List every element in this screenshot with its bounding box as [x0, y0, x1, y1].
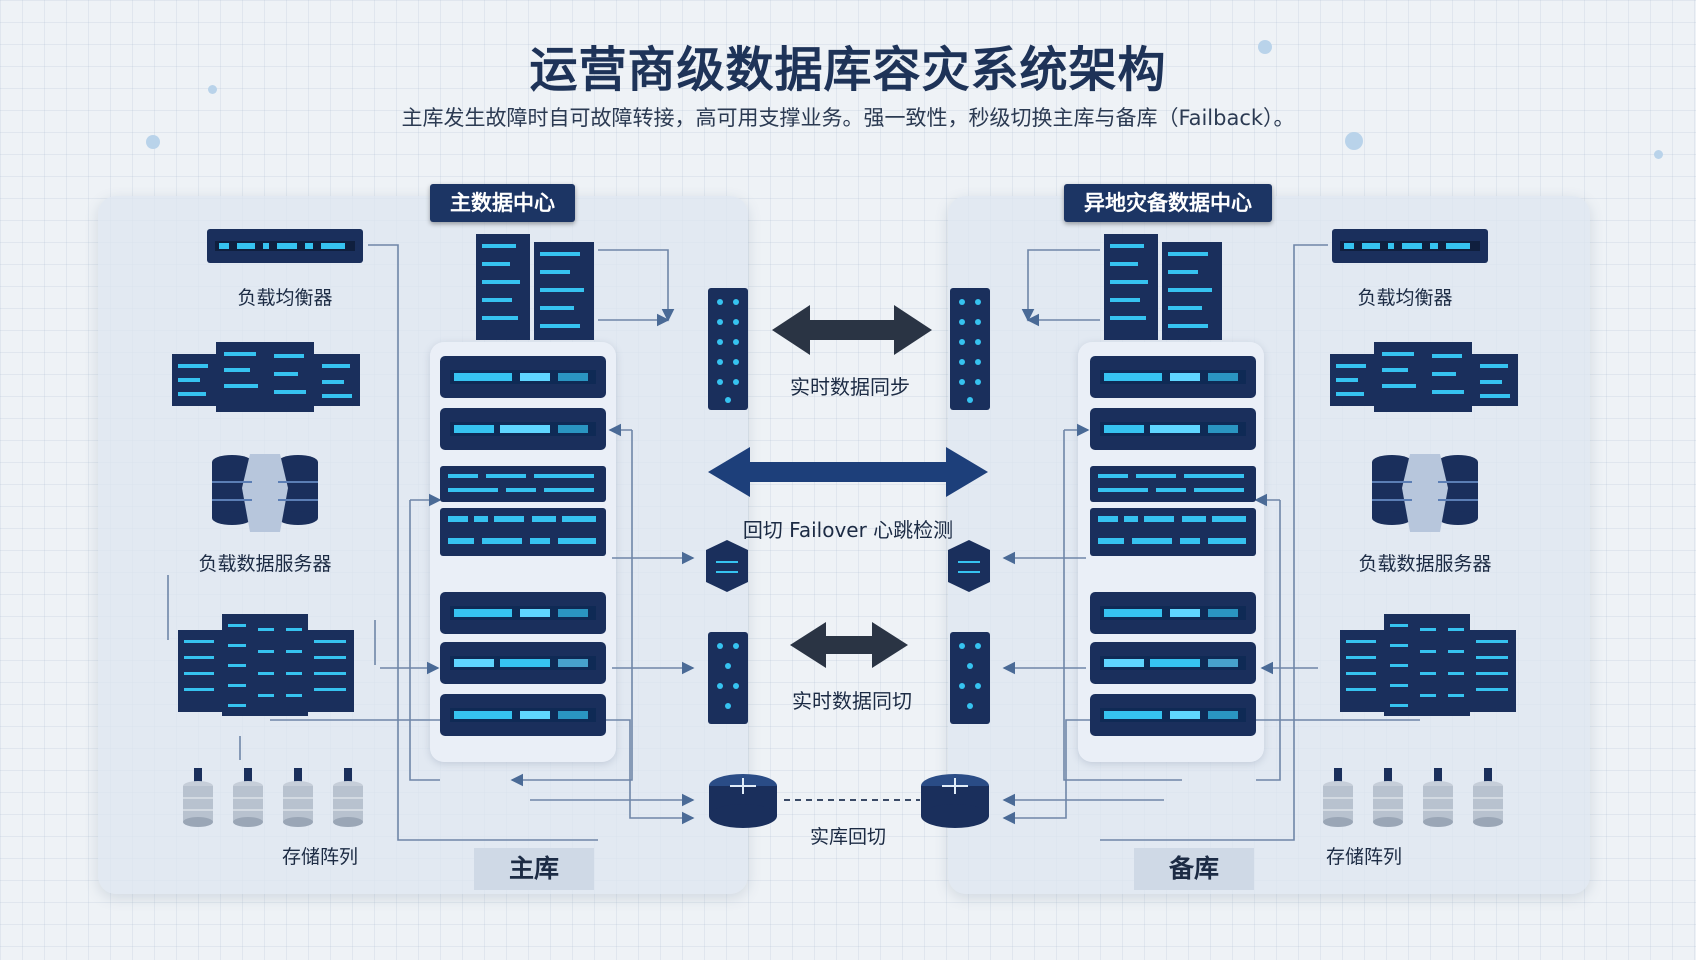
- main-rack-unit: [440, 642, 606, 684]
- decor-dot: [1345, 132, 1363, 150]
- main-server-cluster-icon: [172, 332, 362, 412]
- backup-rack-unit: [1090, 408, 1256, 450]
- main-database-icon: [210, 448, 320, 538]
- failover-heartbeat-label: 回切 Failover 心跳检测: [742, 518, 954, 542]
- main-datacenter-header: 主数据中心: [430, 184, 575, 222]
- backup-datacenter-panel: [948, 196, 1590, 894]
- sync-bottom-arrow: [790, 622, 908, 668]
- backup-db-footer: 备库: [1134, 848, 1254, 890]
- backup-storage-array-icon: [1322, 768, 1508, 832]
- main-rack-unit: [440, 356, 606, 398]
- main-load-balancer-icon: [207, 229, 363, 263]
- main-storage-array-icon: [182, 768, 368, 832]
- main-load-balancer-label: 负载均衡器: [237, 287, 333, 309]
- decor-dot: [146, 135, 160, 149]
- sync-top-label: 实时数据同步: [790, 375, 910, 399]
- backup-rack-unit: [1090, 694, 1256, 736]
- page-title: 运营商级数据库容灾系统架构: [529, 42, 1167, 98]
- backup-rack-unit: [1090, 508, 1256, 556]
- main-switch-icon: [708, 288, 748, 410]
- backup-datacenter-header: 异地灾备数据中心: [1064, 184, 1272, 222]
- backup-database-icon: [1370, 448, 1480, 538]
- main-rack-unit: [440, 408, 606, 450]
- main-rack-unit: [440, 592, 606, 634]
- main-replication-node-icon: [708, 772, 778, 832]
- backup-router-icon: [948, 540, 990, 592]
- backup-db-server-label: 负载数据服务器: [1358, 553, 1492, 575]
- main-router-icon: [706, 540, 748, 592]
- decor-dot: [1258, 40, 1272, 54]
- decor-dot: [1654, 150, 1663, 159]
- main-db-footer: 主库: [474, 848, 594, 890]
- sync-bottom-label: 实时数据同切: [792, 689, 912, 713]
- backup-rack-unit: [1090, 466, 1256, 502]
- backup-load-balancer-label: 负载均衡器: [1357, 287, 1453, 309]
- backup-storage-label: 存储阵列: [1325, 846, 1402, 868]
- replication-label: 实库回切: [809, 826, 886, 848]
- backup-rack-unit: [1090, 356, 1256, 398]
- backup-switch-icon: [950, 632, 990, 724]
- backup-rack-unit: [1090, 642, 1256, 684]
- main-rack-group-icon: [178, 614, 354, 716]
- backup-load-balancer-icon: [1332, 229, 1488, 263]
- sync-top-arrow: [772, 305, 932, 355]
- backup-replication-node-icon: [920, 772, 990, 832]
- main-rack-unit: [440, 508, 606, 556]
- failover-arrow: [708, 447, 988, 497]
- main-datacenter-panel: [98, 196, 748, 894]
- page-subtitle: 主库发生故障时自可故障转接，高可用支撑业务。强一致性，秒级切换主库与备库（Fai…: [401, 106, 1295, 130]
- main-switch-icon: [708, 632, 748, 724]
- backup-rack-unit: [1090, 592, 1256, 634]
- backup-core-server-icon: [1104, 234, 1222, 340]
- decor-dot: [208, 85, 217, 94]
- main-rack-unit: [440, 694, 606, 736]
- backup-rack-group-icon: [1340, 614, 1516, 716]
- main-rack-unit: [440, 466, 606, 502]
- main-storage-label: 存储阵列: [281, 846, 358, 868]
- main-db-server-label: 负载数据服务器: [198, 553, 332, 575]
- backup-server-cluster-icon: [1330, 332, 1520, 412]
- main-core-server-icon: [476, 234, 594, 340]
- backup-switch-icon: [950, 288, 990, 410]
